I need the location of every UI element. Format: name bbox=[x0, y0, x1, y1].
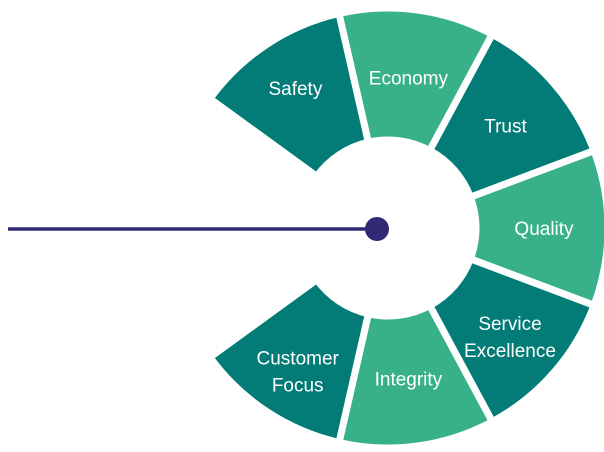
segment-customer bbox=[206, 276, 372, 446]
segment-label-customer-line1: Customer bbox=[257, 348, 340, 369]
segment-label-safety: Safety bbox=[268, 79, 322, 100]
segment-label-customer-line2: Focus bbox=[272, 375, 324, 396]
segment-label-service-line2: Excellence bbox=[464, 341, 556, 362]
segment-label-trust: Trust bbox=[484, 116, 527, 137]
segment-label-economy: Economy bbox=[369, 68, 449, 89]
segment-label-service-line1: Service bbox=[478, 314, 541, 335]
segments-layer: Safety EconomyTrustQualityServiceExcellen… bbox=[206, 4, 604, 452]
segment-label-integrity: Integrity bbox=[375, 370, 443, 391]
segment-label-quality: Quality bbox=[514, 219, 574, 240]
pointer-dot bbox=[365, 217, 389, 241]
